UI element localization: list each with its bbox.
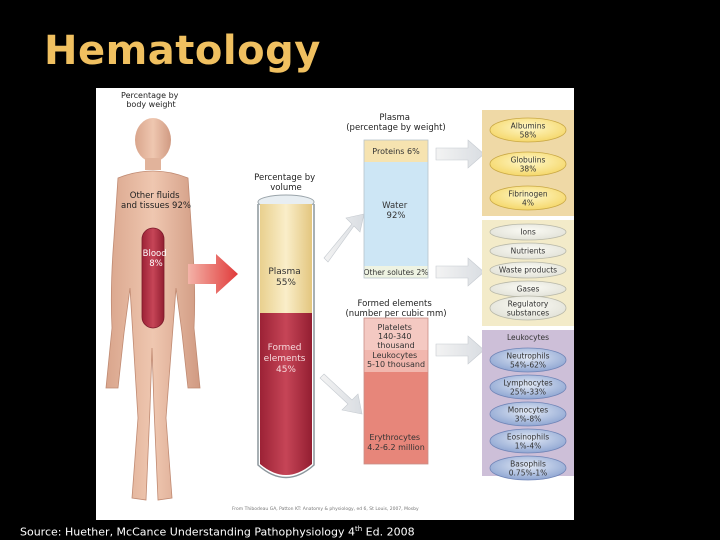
plasma-heading: Plasma (percentage by weight): [346, 113, 446, 133]
protein-oval-2: [489, 185, 567, 211]
tube-plasma-layer: [260, 204, 312, 313]
leukocytes-heading: Leukocytes: [507, 333, 549, 342]
tube-to-formed-arrow: [319, 373, 363, 415]
source-superscript: th: [355, 525, 363, 533]
leukocyte-oval-2: [489, 401, 567, 427]
body-to-tube-arrow: [188, 254, 238, 294]
formed-heading: Formed elements (number per cubic mm): [345, 299, 446, 319]
solute-oval-2: [489, 261, 567, 279]
solute-label-0: Ions: [520, 228, 536, 237]
proteins-block: [364, 140, 428, 162]
solute-label-2: Waste products: [499, 266, 557, 275]
solutes-arrow: [435, 257, 485, 287]
figure-credit: From Thibodeau GA, Patton KT: Anatomy & …: [232, 506, 419, 512]
platelets-label: Platelets 140-340 thousand: [377, 323, 414, 350]
other-solutes-label: Other solutes 2%: [364, 268, 429, 277]
solute-label-1: Nutrients: [511, 247, 546, 256]
leukocyte-oval-1: [489, 374, 567, 400]
erythrocytes-block: [364, 372, 428, 464]
tube-formed-layer: [260, 313, 312, 475]
test-tube: [257, 194, 315, 479]
other-solutes-block: [364, 266, 428, 278]
solute-oval-4: [489, 295, 567, 321]
tube-formed-label: Formed elements 45%: [264, 343, 309, 375]
source-text: Source: Huether, McCance Understanding P…: [20, 525, 355, 539]
solute-oval-0: [489, 223, 567, 241]
leukocyte-oval-4: [489, 455, 567, 481]
blood-composition-figure: Percentage by body weight Other fluids a…: [96, 88, 574, 520]
water-block: [364, 162, 428, 266]
body-neck: [145, 158, 161, 170]
other-fluids-label: Other fluids and tissues 92%: [121, 191, 191, 211]
tube-plasma-label: Plasma 55%: [268, 267, 303, 288]
leukocyte-oval-0: [489, 347, 567, 373]
source-tail: Ed. 2008: [362, 525, 415, 539]
leukocytes-count-label: Leukocytes 5-10 thousand: [367, 351, 425, 369]
volume-heading: Percentage by volume: [254, 173, 318, 193]
human-body-figure: [105, 118, 201, 501]
proteins-label: Proteins 6%: [372, 147, 420, 156]
tube-to-plasma-arrow: [323, 213, 365, 263]
body-blood-tube: [141, 227, 165, 329]
slide-title: Hematology: [44, 28, 321, 74]
protein-oval-0: [489, 117, 567, 143]
source-citation: Source: Huether, McCance Understanding P…: [20, 525, 415, 539]
water-label: Water 92%: [382, 201, 410, 221]
blood-label: Blood 8%: [143, 249, 170, 269]
blood-composition-diagram: Percentage by body weight Other fluids a…: [105, 91, 574, 512]
body-torso-limbs: [105, 170, 201, 501]
body-head: [135, 118, 171, 162]
solute-oval-1: [489, 242, 567, 260]
body-weight-heading: Percentage by body weight: [121, 91, 181, 109]
solute-label-3: Gases: [517, 285, 540, 294]
erythrocytes-label: Erythrocytes 4.2-6.2 million: [367, 433, 425, 452]
leukocytes-arrow: [435, 335, 485, 365]
proteins-arrow: [435, 139, 485, 169]
leukocyte-oval-3: [489, 428, 567, 454]
leukocytes-count-block: [364, 350, 428, 372]
protein-oval-1: [489, 151, 567, 177]
